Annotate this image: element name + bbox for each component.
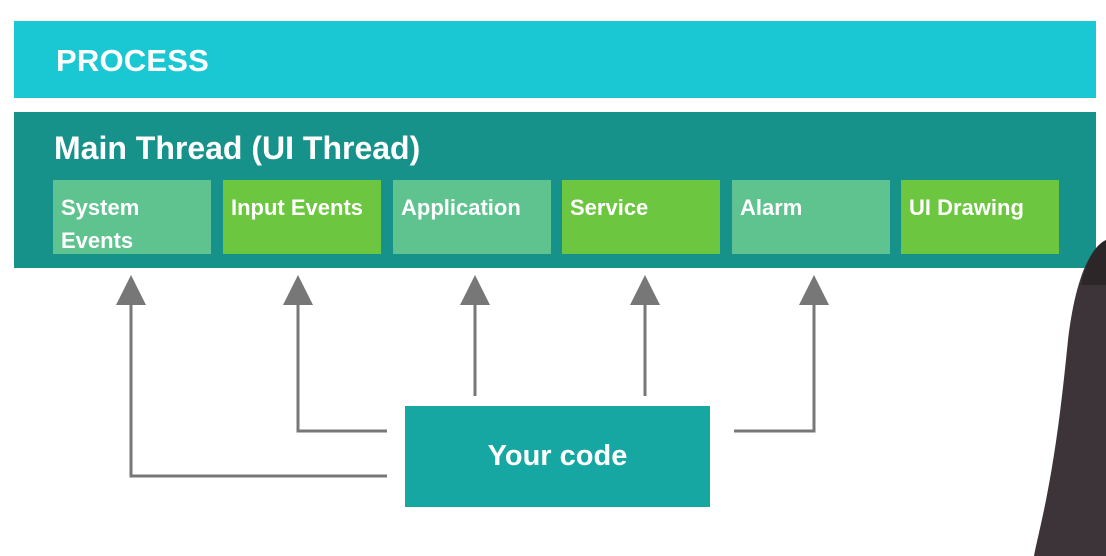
process-bar: PROCESS bbox=[14, 21, 1096, 98]
event-alarm: Alarm bbox=[732, 180, 890, 254]
event-ui-drawing: UI Drawing bbox=[901, 180, 1059, 254]
event-input-events: Input Events bbox=[223, 180, 381, 254]
main-thread-title: Main Thread (UI Thread) bbox=[54, 130, 421, 166]
arrow-to-system-events bbox=[116, 275, 387, 478]
arrow-to-alarm bbox=[734, 275, 829, 433]
event-application: Application bbox=[393, 180, 551, 254]
main-thread-panel: Main Thread (UI Thread) System Events In… bbox=[14, 112, 1096, 268]
process-label: PROCESS bbox=[56, 43, 209, 78]
event-service: Service bbox=[562, 180, 720, 254]
presenter-figure bbox=[1034, 240, 1106, 556]
your-code-box: Your code bbox=[405, 406, 710, 507]
arrow-to-input-events bbox=[283, 275, 387, 433]
event-system-events: System Events bbox=[53, 180, 211, 254]
